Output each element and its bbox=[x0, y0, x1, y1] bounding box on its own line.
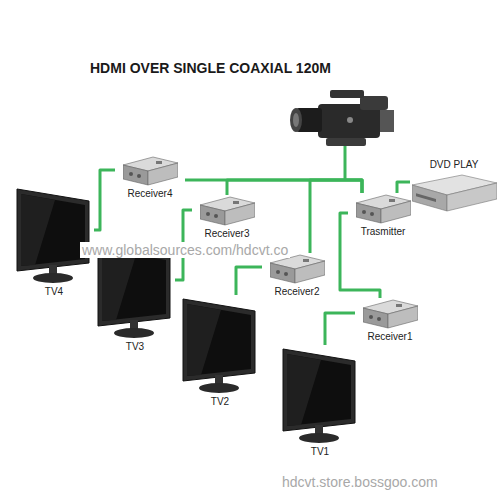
coax-cable bbox=[185, 180, 362, 193]
coax-cable bbox=[236, 267, 262, 295]
watermark: hdcvt.store.bossgoo.com bbox=[280, 474, 440, 490]
device-icon bbox=[15, 185, 93, 285]
coax-cable bbox=[310, 180, 362, 253]
camcorder bbox=[290, 90, 394, 146]
device-node: Trasmitter bbox=[348, 193, 418, 238]
dvd-player bbox=[412, 171, 497, 216]
device-label: Receiver1 bbox=[367, 330, 412, 343]
receiver-box bbox=[356, 193, 411, 225]
watermark: www.globalsources.com/hdcvt.co bbox=[80, 242, 290, 258]
device-icon bbox=[356, 193, 411, 225]
coax-cable bbox=[340, 213, 380, 298]
device-label: Trasmitter bbox=[361, 225, 406, 238]
device-node: Receiver2 bbox=[262, 253, 332, 298]
coax-cable bbox=[397, 182, 410, 193]
tv-node: TV2 bbox=[180, 295, 260, 408]
device-icon bbox=[181, 295, 259, 395]
coax-cable bbox=[227, 180, 362, 195]
device-icon bbox=[200, 195, 255, 227]
device-icon bbox=[412, 171, 497, 216]
coax-cable bbox=[94, 170, 115, 230]
receiver-box bbox=[200, 195, 255, 227]
receiver-box bbox=[123, 155, 178, 187]
device-label: TV3 bbox=[126, 340, 144, 353]
device-label: TV4 bbox=[45, 285, 63, 298]
device-label: TV1 bbox=[311, 445, 329, 458]
device-label: DVD PLAY bbox=[430, 158, 479, 171]
tv-node: TV1 bbox=[280, 345, 360, 458]
dvd-node: DVD PLAY bbox=[410, 158, 498, 216]
device-icon bbox=[281, 345, 359, 445]
device-label: Receiver4 bbox=[127, 187, 172, 200]
coax-cable bbox=[325, 313, 355, 345]
device-icon bbox=[123, 155, 178, 187]
device-node: Receiver4 bbox=[115, 155, 185, 200]
device-label: Receiver2 bbox=[274, 285, 319, 298]
device-icon bbox=[363, 298, 418, 330]
receiver-box bbox=[363, 298, 418, 330]
device-node: Receiver1 bbox=[355, 298, 425, 343]
tv-monitor bbox=[181, 295, 259, 395]
tv-monitor bbox=[281, 345, 359, 445]
device-label: TV2 bbox=[211, 395, 229, 408]
coax-wire bbox=[344, 146, 347, 180]
device-node: Receiver3 bbox=[192, 195, 262, 240]
device-label: Receiver3 bbox=[204, 227, 249, 240]
tv-monitor bbox=[15, 185, 93, 285]
diagram-title: HDMI OVER SINGLE COAXIAL 120M bbox=[90, 60, 331, 76]
